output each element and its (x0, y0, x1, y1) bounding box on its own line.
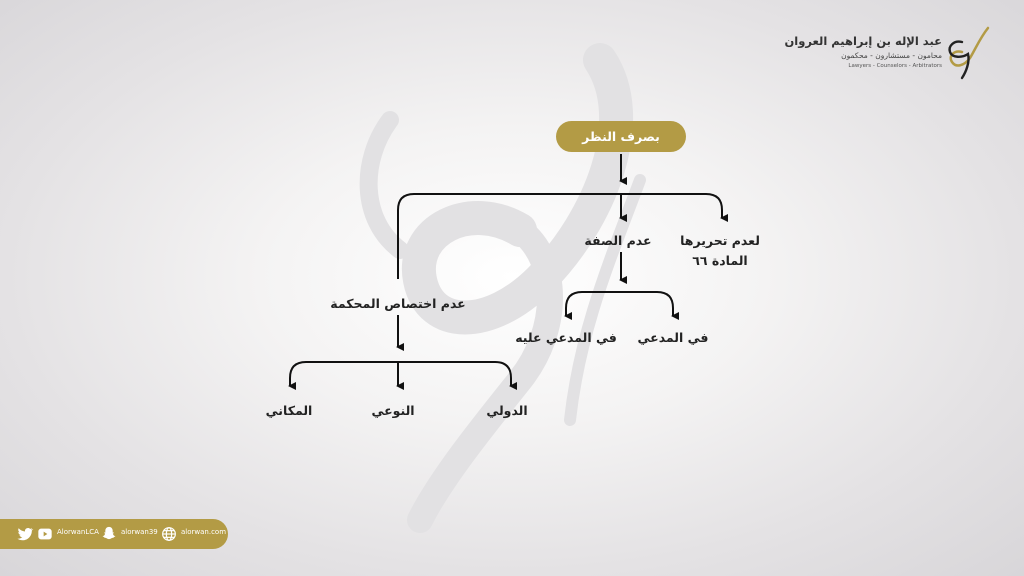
node-plaintiff: في المدعي (637, 330, 709, 345)
node-not-written-line1: لعدم تحريرها (680, 233, 760, 248)
twitter-icon[interactable] (16, 525, 34, 543)
root-node: بصرف النظر (556, 121, 686, 152)
brand-english: Lawyers - Counselors - Arbitrators (848, 63, 942, 69)
website-link[interactable]: alorwan.com (181, 528, 227, 536)
node-international: الدولي (486, 403, 528, 418)
snapchat-handle[interactable]: alorwan39 (121, 528, 158, 536)
youtube-icon[interactable] (37, 526, 53, 542)
node-spatial: المكاني (265, 403, 313, 418)
node-lack-capacity: عدم الصفة (584, 233, 652, 248)
node-defendant: في المدعي عليه (515, 330, 617, 345)
node-qualitative: النوعي (371, 403, 415, 418)
node-not-written-66: لعدم تحريرها المادة ٦٦ (680, 231, 760, 271)
node-lack-jurisdiction: عدم اختصاص المحكمة (330, 296, 466, 311)
social-footer: AlorwanLCA alorwan39 alorwan.com (0, 519, 228, 549)
connector-capacity-bracket (565, 291, 679, 320)
snapchat-icon[interactable] (101, 525, 117, 542)
node-not-written-line2: المادة ٦٦ (692, 253, 748, 268)
social-handle[interactable]: AlorwanLCA (57, 528, 99, 536)
brand-block: عبد الإله بن إبراهيم العروان محامون - مس… (760, 24, 1000, 86)
connector-level1-bracket (397, 193, 728, 279)
connector-jurisdiction-bracket (289, 361, 517, 390)
brand-logo-icon (948, 26, 990, 80)
brand-subtitle: محامون - مستشارون - محكمون (841, 51, 942, 60)
brand-name: عبد الإله بن إبراهيم العروان (784, 34, 942, 48)
globe-icon[interactable] (161, 526, 177, 542)
